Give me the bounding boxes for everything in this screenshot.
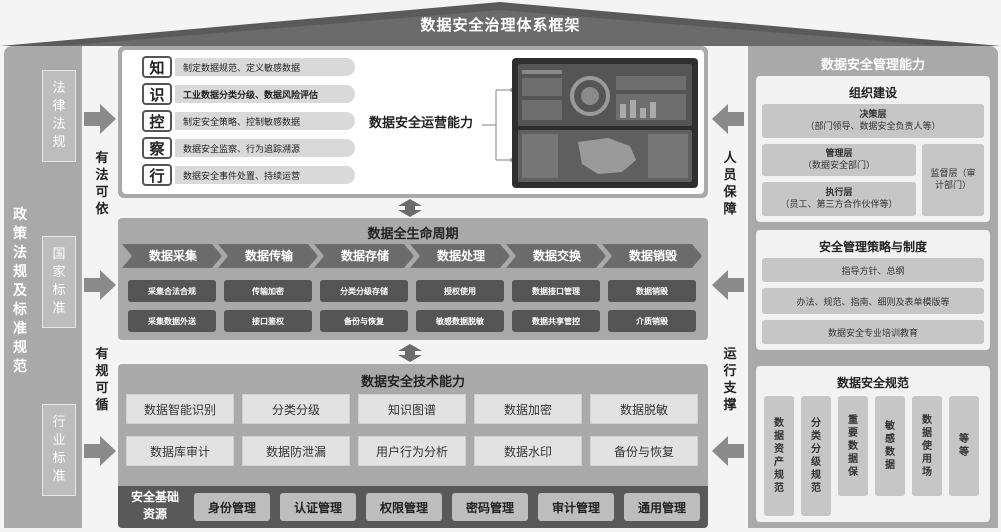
- ops-row-cha: 察 数据安全监察、行为追踪溯源: [142, 137, 355, 159]
- arrow-left-icon: [712, 104, 744, 134]
- management-title: 数据安全管理能力: [820, 58, 925, 73]
- double-arrow-icon: [398, 199, 422, 217]
- roof-banner: [0, 2, 1001, 46]
- arrow-left-icon: [712, 270, 744, 300]
- tech-cell: 分类分级: [242, 394, 350, 424]
- base-resources-row: 安全基础资源 身份管理 认证管理 权限管理 密码管理 审计管理 通用管理: [118, 486, 708, 528]
- tech-cell: 数据智能识别: [126, 394, 234, 424]
- base-cell: 身份管理: [194, 493, 270, 521]
- org-decision: 决策层 （部门领导、数据安全负责人等）: [762, 104, 984, 138]
- lifecycle-chevrons: [122, 244, 702, 268]
- org-execution: 执行层 （员工、第三方合作伙伴等）: [762, 182, 916, 216]
- std-box-law: 法律法规: [42, 70, 76, 162]
- tech-cell: 备份与恢复: [590, 436, 698, 466]
- stage-exchange: 数据交换: [532, 249, 581, 263]
- tech-cell: 数据水印: [474, 436, 582, 466]
- label-operation: 运行支撑: [723, 347, 737, 413]
- dashboard-screenshot: [512, 58, 698, 188]
- label-youfakeyi: 有法可依: [95, 151, 109, 217]
- ops-row-zhi: 知 制定数据规范、定义敏感数据: [142, 56, 355, 78]
- ops-row-xing: 行 数据安全事件处置、持续运营: [142, 164, 355, 186]
- policy-panel: 安全管理策略与制度 指导方针、总纲 办法、规范、指南、细则及表单模版等 数据安全…: [756, 230, 990, 350]
- life-cell: 接口鉴权: [224, 310, 312, 332]
- life-cell: 采集合法合规: [128, 280, 216, 302]
- stage-collect: 数据采集: [148, 249, 197, 263]
- spec-item: 数据使用场: [912, 396, 942, 496]
- std-box-industry: 行业标准: [42, 404, 76, 496]
- stage-process: 数据处理: [436, 249, 485, 263]
- policy-column: 政策法规及标准规范 法律法规 国家标准 行业标准: [4, 46, 82, 528]
- ops-row-shi: 识 工业数据分类分级、数据风险评估: [142, 83, 355, 105]
- operations-panel: 知 制定数据规范、定义敏感数据 识 工业数据分类分级、数据风险评估 控 制定安全…: [118, 46, 708, 198]
- tech-cell: 数据防泄漏: [242, 436, 350, 466]
- org-supervision: 监督层（审计部门）: [922, 144, 984, 216]
- life-cell: 数据共享管控: [512, 310, 600, 332]
- double-arrow-icon: [398, 344, 422, 362]
- lifecycle-title: 数据全生命周期: [367, 227, 459, 242]
- arrow-left-icon: [712, 436, 744, 466]
- spec-item: 重要数据保: [838, 396, 868, 496]
- base-cell: 权限管理: [366, 493, 442, 521]
- std-box-national: 国家标准: [42, 236, 76, 328]
- life-cell: 传输加密: [224, 280, 312, 302]
- dashboard-top-image: [518, 64, 692, 126]
- life-cell: 敏感数据脱敏: [416, 310, 504, 332]
- life-cell: 授权使用: [416, 280, 504, 302]
- stage-destroy: 数据销毁: [628, 249, 677, 263]
- spec-item: 敏感数据: [875, 396, 905, 496]
- arrow-right-icon: [84, 104, 116, 134]
- label-personnel: 人员保障: [723, 151, 737, 217]
- life-cell: 介质销毁: [608, 310, 696, 332]
- base-resources-label: 安全基础资源: [130, 490, 179, 521]
- spec-panel-title: 数据安全规范: [836, 376, 909, 390]
- tech-cell: 用户行为分析: [358, 436, 466, 466]
- spec-item: 数据资产规范: [764, 396, 794, 516]
- tech-title: 数据安全技术能力: [360, 375, 465, 390]
- life-cell: 采集数据外送: [128, 310, 216, 332]
- tech-cell: 数据脱敏: [590, 394, 698, 424]
- policy-item: 数据安全专业培训教育: [762, 320, 984, 344]
- org-panel: 组织建设 决策层 （部门领导、数据安全负责人等） 管理层 （数据安全部门） 执行…: [756, 76, 990, 222]
- tech-cell: 数据库审计: [126, 436, 234, 466]
- org-title: 组织建设: [848, 86, 897, 100]
- stage-store: 数据存储: [340, 249, 389, 263]
- arrow-right-icon: [84, 270, 116, 300]
- life-cell: 数据销毁: [608, 280, 696, 302]
- operations-label: 数据安全运营能力: [369, 116, 474, 131]
- base-cell: 通用管理: [624, 493, 700, 521]
- ops-row-kong: 控 制定安全策略、控制敏感数据: [142, 110, 355, 132]
- org-management: 管理层 （数据安全部门）: [762, 144, 916, 176]
- life-cell: 备份与恢复: [320, 310, 408, 332]
- arrow-right-icon: [84, 436, 116, 466]
- stage-transfer: 数据传输: [244, 249, 293, 263]
- policy-item: 办法、规范、指南、细则及表单模版等: [762, 288, 984, 314]
- base-cell: 审计管理: [538, 493, 614, 521]
- tech-panel: 数据安全技术能力 数据智能识别 分类分级 知识图谱 数据加密 数据脱敏 数据库审…: [118, 364, 708, 528]
- tech-cell: 数据加密: [474, 394, 582, 424]
- policy-item: 指导方针、总纲: [762, 258, 984, 282]
- diagram-title: 数据安全治理体系框架: [420, 16, 581, 34]
- spec-item: 分类分级规范: [801, 396, 831, 516]
- connector-lines: [482, 88, 512, 162]
- spec-item: 等等: [949, 396, 979, 496]
- base-cell: 密码管理: [452, 493, 528, 521]
- lifecycle-panel: 数据全生命周期 数据采集 数据传输 数据存储 数据处理 数据交换 数据销毁 采集…: [118, 218, 708, 340]
- life-cell: 分类分级存储: [320, 280, 408, 302]
- management-column: 数据安全管理能力 组织建设 决策层 （部门领导、数据安全负责人等） 管理层 （数…: [748, 46, 998, 528]
- base-cell: 认证管理: [280, 493, 356, 521]
- spec-panel: 数据安全规范 数据资产规范 分类分级规范 重要数据保 敏感数据 数据使用场 等等: [756, 366, 990, 522]
- label-yougui-kexun: 有规可循: [95, 347, 109, 413]
- tech-cell: 知识图谱: [358, 394, 466, 424]
- policy-panel-title: 安全管理策略与制度: [818, 240, 927, 254]
- dashboard-bottom-image: [518, 130, 692, 182]
- policy-title: 政策法规及标准规范: [13, 207, 27, 375]
- life-cell: 数据接口管理: [512, 280, 600, 302]
